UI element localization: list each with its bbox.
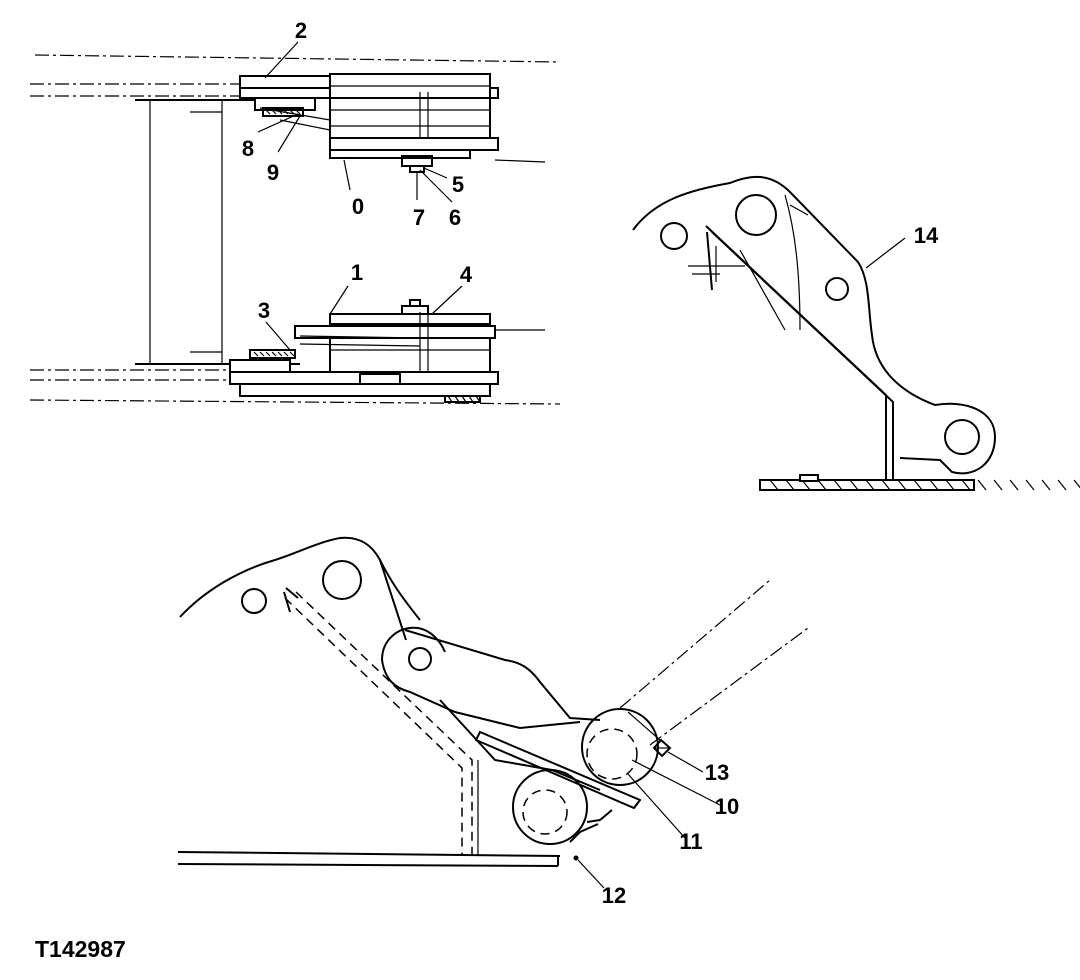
callout-1: 1 (351, 260, 363, 285)
callout-11: 11 (679, 829, 702, 854)
callout-12: 12 (602, 883, 626, 908)
callout-5: 5 (452, 172, 464, 197)
callout-8: 8 (242, 136, 254, 161)
plan-view-assembly (29, 41, 561, 405)
figure-id: T142987 (35, 936, 126, 962)
callout-9: 9 (267, 160, 279, 185)
callout-7: 7 (413, 205, 425, 230)
callout-6: 6 (449, 205, 461, 230)
side-view-linkage (177, 536, 809, 889)
callout-0: 0 (352, 194, 364, 219)
callout-2: 2 (295, 18, 307, 43)
callout-13: 13 (705, 760, 729, 785)
side-view-bracket (632, 175, 1080, 491)
callout-14: 14 (914, 223, 939, 248)
callout-3: 3 (258, 298, 270, 323)
callout-4: 4 (460, 262, 473, 287)
callout-10: 10 (715, 794, 739, 819)
